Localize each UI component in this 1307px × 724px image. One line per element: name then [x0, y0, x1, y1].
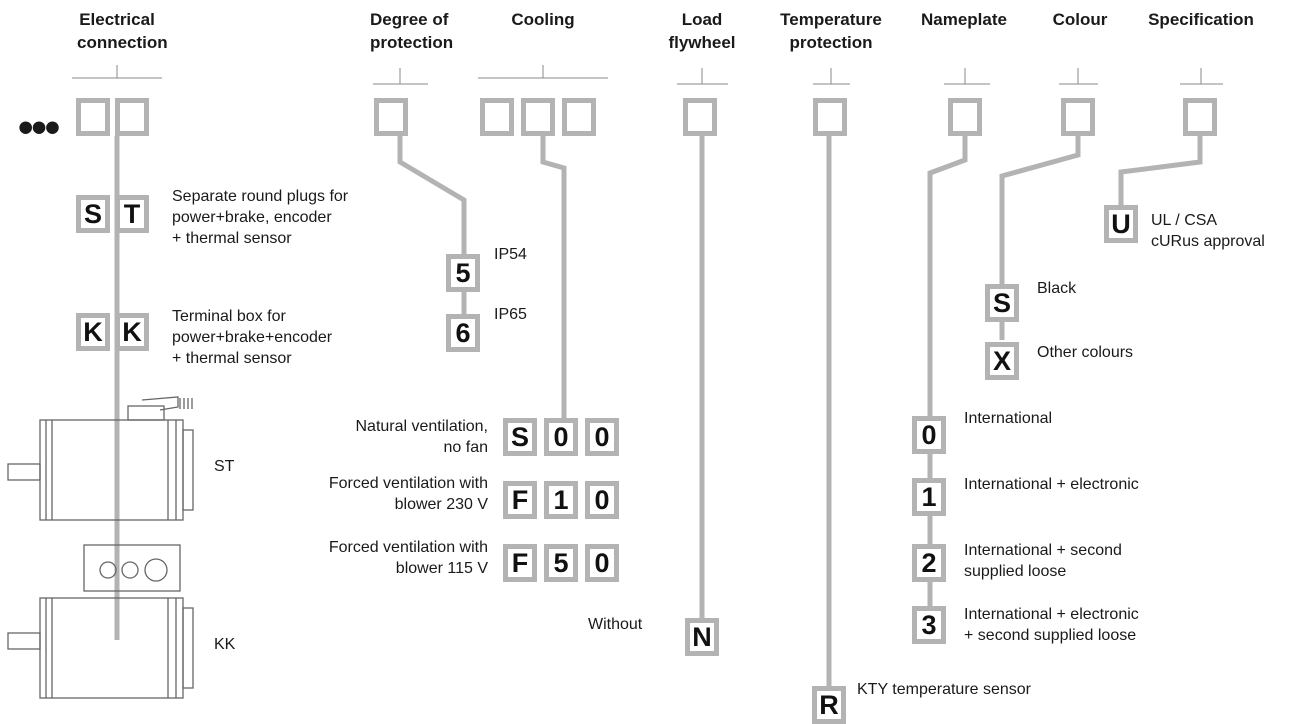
code-nameplate-1: 1 [912, 478, 946, 516]
slot-cooling-1 [480, 98, 514, 136]
slot-cooling-2 [521, 98, 555, 136]
code-degree-6: 6 [446, 314, 480, 352]
code-nameplate-0: 0 [912, 416, 946, 454]
label-nameplate-1: International + electronic [964, 476, 1139, 493]
slot-electrical-1 [76, 98, 110, 136]
code-colour-x: X [985, 342, 1019, 380]
header-electrical-connection: Electrical connection [77, 10, 168, 52]
code-cooling-f50-2: 5 [544, 544, 578, 582]
label-other-colours: Other colours [1037, 344, 1134, 361]
label-nameplate-3: International + electronic + second supp… [964, 606, 1139, 644]
header-degree-of-protection: Degree of protection [370, 10, 454, 52]
label-nameplate-0: International [964, 410, 1053, 427]
code-specification-u: U [1104, 205, 1138, 243]
code-temperature-r: R [812, 686, 846, 724]
label-ip54: IP54 [494, 246, 527, 263]
code-load-n: N [685, 618, 719, 656]
kk-motor-icon [7, 544, 194, 699]
code-kk-2: K [115, 313, 149, 351]
slot-colour [1061, 98, 1095, 136]
slot-temperature [813, 98, 847, 136]
label-without: Without [588, 616, 643, 633]
code-colour-s: S [985, 284, 1019, 322]
label-kk: Terminal box for power+brake+encoder + t… [172, 308, 333, 367]
label-f10: Forced ventilation with blower 230 V [328, 475, 488, 513]
code-nameplate-3: 3 [912, 606, 946, 644]
code-cooling-f50-1: F [503, 544, 537, 582]
st-motor-icon [7, 396, 194, 521]
code-nameplate-2: 2 [912, 544, 946, 582]
header-cooling: Cooling [511, 10, 575, 29]
slot-specification [1183, 98, 1217, 136]
header-temperature-protection: Temperature protection [780, 10, 882, 52]
label-f50: Forced ventilation with blower 115 V [328, 539, 488, 577]
slot-cooling-3 [562, 98, 596, 136]
code-cooling-f50-3: 0 [585, 544, 619, 582]
code-cooling-f10-2: 1 [544, 481, 578, 519]
label-kty: KTY temperature sensor [857, 681, 1032, 698]
code-cooling-s00-2: 0 [544, 418, 578, 456]
code-cooling-s00-3: 0 [585, 418, 619, 456]
label-black: Black [1037, 280, 1077, 297]
slot-nameplate [948, 98, 982, 136]
label-s00: Natural ventilation, no fan [355, 418, 488, 456]
code-cooling-f10-3: 0 [585, 481, 619, 519]
prefix-ellipsis: ••• [18, 103, 60, 152]
code-cooling-f10-1: F [503, 481, 537, 519]
illustration-label-kk: KK [214, 636, 236, 653]
slot-load [683, 98, 717, 136]
label-nameplate-2: International + second supplied loose [964, 542, 1122, 580]
slot-electrical-2 [115, 98, 149, 136]
header-colour: Colour [1052, 10, 1108, 29]
code-st-2: T [115, 195, 149, 233]
illustration-label-st: ST [214, 458, 235, 475]
slot-degree [374, 98, 408, 136]
header-specification: Specification [1148, 10, 1254, 29]
label-st: Separate round plugs for power+brake, en… [172, 188, 349, 247]
code-degree-5: 5 [446, 254, 480, 292]
label-ul-csa: UL / CSA cURus approval [1151, 212, 1265, 250]
header-load-flywheel: Load flywheel [668, 10, 736, 52]
code-cooling-s00-1: S [503, 418, 537, 456]
code-st-1: S [76, 195, 110, 233]
label-ip65: IP65 [494, 306, 527, 323]
header-nameplate: Nameplate [921, 10, 1007, 29]
code-kk-1: K [76, 313, 110, 351]
